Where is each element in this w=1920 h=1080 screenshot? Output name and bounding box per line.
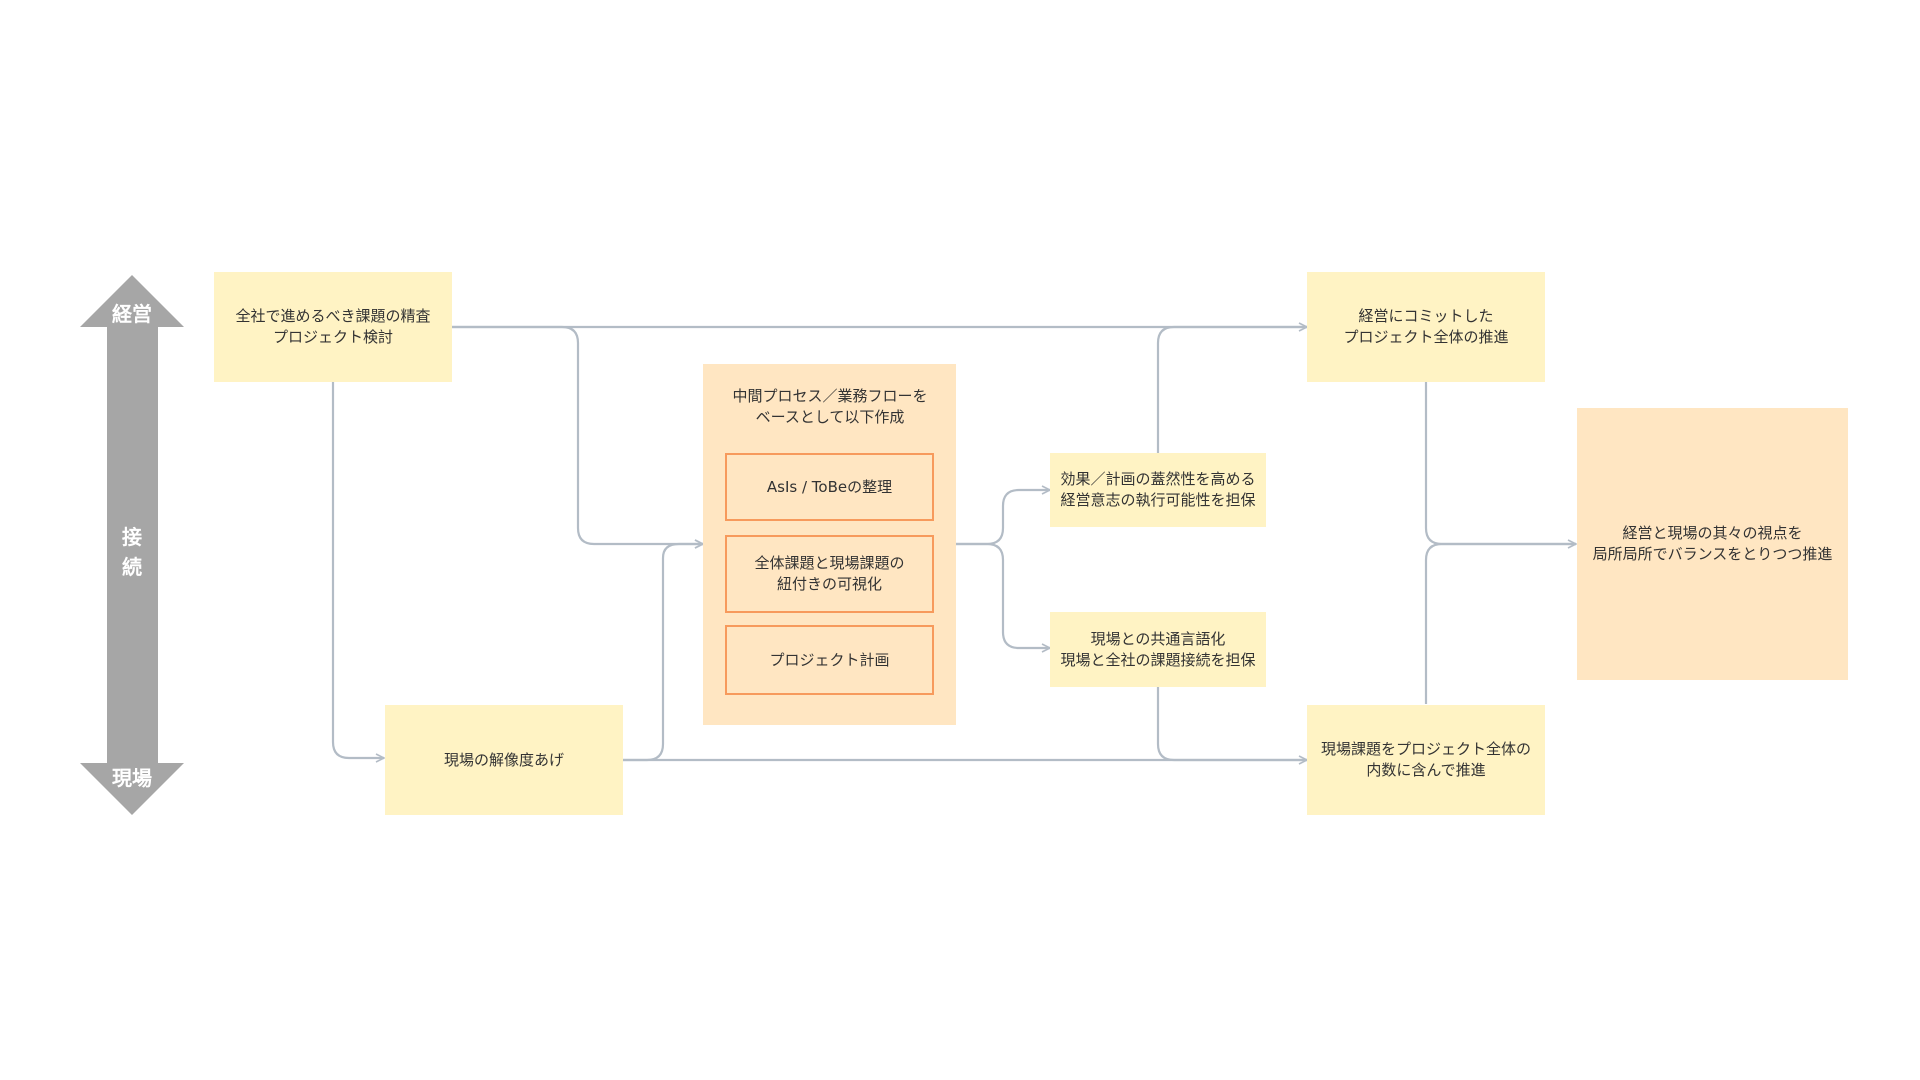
- node-company-issues-label: 全社で進めるべき課題の精査 プロジェクト検討: [235, 307, 431, 346]
- middle-process-title: 中間プロセス／業務フローを ベースとして以下作成: [732, 387, 928, 426]
- connector-site-to-middle: [623, 544, 703, 762]
- axis-label-site: 現場: [112, 766, 152, 790]
- node-management-commit-label: 経営にコミットした プロジェクト全体の推進: [1343, 307, 1509, 346]
- middle-item-asis-tobe-label: AsIs / ToBeの整理: [766, 477, 893, 496]
- node-balance: 経営と現場の其々の視点を 局所局所でバランスをとりつつ推進: [1577, 408, 1848, 680]
- connector-middle-to-common: [956, 542, 1050, 648]
- node-balance-label: 経営と現場の其々の視点を 局所局所でバランスをとりつつ推進: [1592, 524, 1833, 563]
- node-company-issues: 全社で進めるべき課題の精査 プロジェクト検討: [214, 272, 452, 382]
- connector-effect-to-commit: [1156, 325, 1307, 453]
- node-site-resolution-label: 現場の解像度あげ: [443, 750, 564, 769]
- middle-item-project-plan: プロジェクト計画: [725, 625, 934, 695]
- connector-company-to-site: [331, 382, 384, 758]
- node-common-language: 現場との共通言語化 現場と全社の課題接続を担保: [1050, 612, 1266, 687]
- connector-promotion-to-balance: [1424, 542, 1576, 704]
- node-site-issues-promotion: 現場課題をプロジェクト全体の 内数に含んで推進: [1307, 705, 1545, 815]
- node-site-resolution: 現場の解像度あげ: [385, 705, 623, 815]
- node-effect-plan-label: 効果／計画の蓋然性を高める 経営意志の執行可能性を担保: [1060, 470, 1256, 509]
- axis-label-management: 経営: [112, 302, 152, 326]
- node-site-issues-promotion-label: 現場課題をプロジェクト全体の 内数に含んで推進: [1320, 740, 1531, 779]
- node-common-language-label: 現場との共通言語化 現場と全社の課題接続を担保: [1060, 629, 1256, 669]
- connector-common-to-promotion: [1156, 687, 1307, 762]
- connector-middle-to-effect: [956, 490, 1050, 546]
- node-management-commit: 経営にコミットした プロジェクト全体の推進: [1307, 272, 1545, 382]
- axis-label-connection: 接 続: [122, 525, 142, 579]
- middle-item-visualization-label: 全体課題と現場課題の 紐付きの可視化: [754, 554, 905, 593]
- node-middle-process-group: 中間プロセス／業務フローを ベースとして以下作成 AsIs / ToBeの整理 …: [703, 364, 956, 725]
- middle-item-asis-tobe: AsIs / ToBeの整理: [725, 453, 934, 521]
- connector-company-to-middle: [452, 325, 703, 544]
- connector-commit-to-balance: [1424, 382, 1576, 544]
- middle-item-project-plan-label: プロジェクト計画: [769, 650, 890, 669]
- axis-double-arrow-icon: [80, 275, 184, 815]
- node-effect-plan: 効果／計画の蓋然性を高める 経営意志の執行可能性を担保: [1050, 453, 1266, 527]
- middle-item-visualization: 全体課題と現場課題の 紐付きの可視化: [725, 535, 934, 613]
